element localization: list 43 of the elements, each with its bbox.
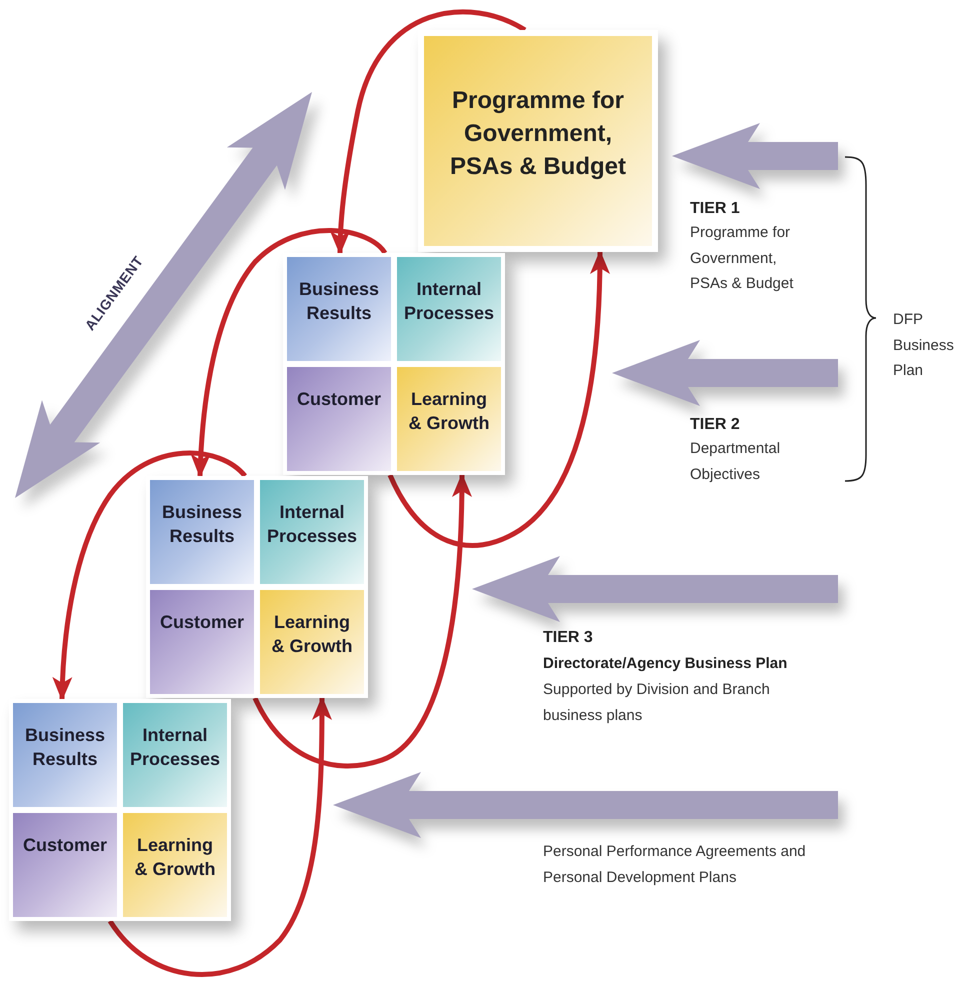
cycle-arrow	[388, 250, 610, 548]
tier-description: Programme for Government, PSAs & Budget	[690, 223, 794, 294]
brace-label: DFP Business Plan	[893, 310, 955, 381]
perspective-tile	[397, 257, 501, 361]
tile-label: Internal Processes	[266, 501, 358, 548]
perspective-tile	[287, 367, 391, 471]
tile-label: Learning & Growth	[134, 834, 216, 881]
cycle-arrow	[108, 696, 332, 977]
tier-description: Supported by Division and Branch business plans	[543, 680, 771, 726]
tile-label: Business Results	[160, 501, 244, 548]
tile-label: Business Results	[24, 724, 106, 771]
tier-heading: TIER 2	[690, 415, 740, 435]
tile-label: Learning & Growth	[270, 611, 354, 658]
tier-description: Personal Performance Agreements and Personal Development Plans	[543, 842, 807, 888]
perspective-tile	[13, 813, 117, 917]
cycle-arrow	[252, 473, 472, 768]
cycle-arrow	[190, 228, 387, 478]
scorecard-panel	[9, 699, 231, 921]
tile-label: Internal Processes	[403, 278, 495, 325]
perspective-tile	[260, 590, 364, 694]
tile-label: Customer	[296, 388, 381, 411]
tile-label: Internal Processes	[129, 724, 221, 771]
box-title: Programme for Government, PSAs & Budget	[448, 86, 627, 182]
tile-label: Customer	[160, 611, 244, 634]
cycle-arrow	[52, 450, 247, 701]
tile-label: Learning & Growth	[408, 388, 490, 435]
tile-label: Business Results	[298, 278, 380, 325]
perspective-tile	[260, 480, 364, 584]
perspective-tile	[123, 813, 227, 917]
perspective-tile	[287, 257, 391, 361]
perspective-tile	[123, 703, 227, 807]
tier-heading: TIER 1	[690, 199, 740, 219]
tier-description: Departmental Objectives	[690, 439, 782, 484]
perspective-tile	[150, 480, 254, 584]
perspective-tile	[150, 590, 254, 694]
tier-heading: TIER 3	[543, 628, 593, 648]
perspective-tile	[397, 367, 501, 471]
perspective-tile	[13, 703, 117, 807]
tile-label: Customer	[22, 834, 107, 857]
cycle-arrow	[330, 9, 526, 255]
tier-title: Directorate/Agency Business Plan	[543, 654, 788, 674]
scorecard-panel	[146, 476, 368, 698]
scorecard-panel	[283, 253, 505, 475]
